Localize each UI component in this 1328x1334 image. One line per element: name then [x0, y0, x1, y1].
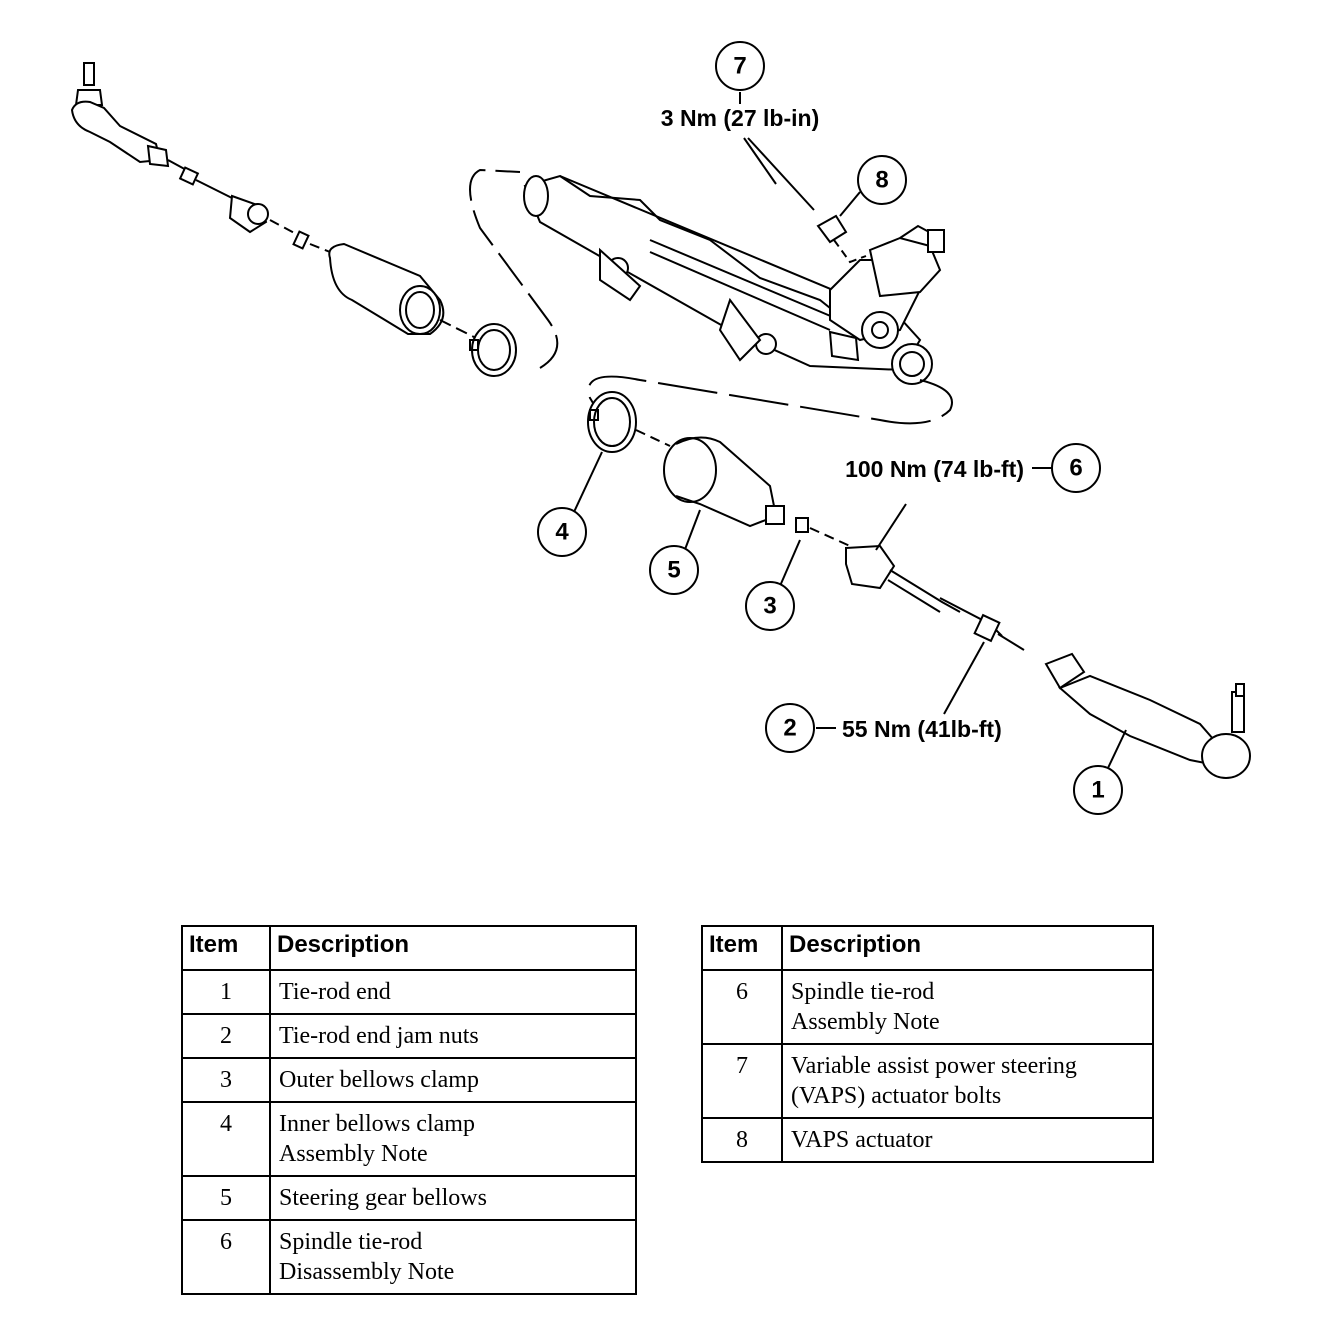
right-bellows: [663, 436, 785, 528]
legend-right-header: Item Description: [701, 925, 1154, 971]
callout-8-circle: [857, 155, 907, 205]
pinion-valve-housing: [828, 224, 945, 385]
torque-item7: 3 Nm (27 lb-in): [661, 105, 819, 131]
callout-3: 3: [763, 593, 776, 620]
row-description: VAPS actuator: [781, 1117, 1154, 1163]
callout-7-circle: [715, 41, 765, 91]
header-description: Description: [781, 925, 1154, 971]
torque-item6: 100 Nm (74 lb-ft): [845, 456, 1024, 482]
leader-4: [573, 451, 603, 513]
row-item: 7: [701, 1043, 783, 1119]
left-tie-rod-end: [70, 62, 170, 168]
right-bellows-clamp: [587, 391, 671, 453]
callout-6-circle: [1051, 443, 1101, 493]
row-item: 8: [701, 1117, 783, 1163]
left-bellows: [328, 242, 481, 341]
row-description: Steering gear bellows: [269, 1175, 637, 1221]
callout-7: 7: [733, 53, 746, 80]
callout-4-circle: [537, 507, 587, 557]
leader-1: [1107, 729, 1127, 769]
callout-3-circle: [745, 581, 795, 631]
leader-6-rod: [875, 503, 907, 551]
steering-gear-exploded-diagram: 7 8 6 4 5 3 2 1 3 Nm (27 lb-in) 100 Nm (…: [70, 41, 1251, 815]
callout-6: 6: [1069, 455, 1082, 482]
left-bracket-line: [469, 168, 559, 369]
outer-bellows-clamp: [795, 517, 809, 533]
row-description: Outer bellows clamp: [269, 1057, 637, 1103]
row-item: 2: [181, 1013, 271, 1059]
table-row: 2 Tie-rod end jam nuts: [181, 1013, 637, 1059]
leader-7a: [743, 137, 777, 185]
left-inner-tie-rod: [167, 159, 331, 253]
callout-8: 8: [875, 167, 888, 194]
row-item: 5: [181, 1175, 271, 1221]
leader-2-nut: [943, 641, 985, 715]
header-description: Description: [269, 925, 637, 971]
vaps-actuator: [816, 214, 867, 264]
torque-item2: 55 Nm (41lb-ft): [842, 716, 1002, 742]
callout-5: 5: [667, 557, 680, 584]
steering-rack-housing: [523, 174, 922, 372]
table-row: 7 Variable assist power steering(VAPS) a…: [701, 1043, 1154, 1119]
row-item: 6: [701, 969, 783, 1045]
legend-left-header: Item Description: [181, 925, 637, 971]
row-item: 4: [181, 1101, 271, 1177]
table-row: 5 Steering gear bellows: [181, 1175, 637, 1221]
leader-3: [779, 539, 801, 587]
table-row: 1 Tie-rod end: [181, 969, 637, 1015]
right-bracket-line: [587, 375, 953, 425]
table-row: 3 Outer bellows clamp: [181, 1057, 637, 1103]
callout-1: 1: [1091, 777, 1104, 804]
callout-1-circle: [1073, 765, 1123, 815]
header-item: Item: [181, 925, 271, 971]
row-item: 6: [181, 1219, 271, 1295]
row-description: Tie-rod end jam nuts: [269, 1013, 637, 1059]
leader-8: [839, 191, 861, 217]
leader-5: [683, 509, 701, 553]
callout-2: 2: [783, 715, 796, 742]
left-bellows-clamp: [469, 323, 517, 377]
row-description: Tie-rod end: [269, 969, 637, 1015]
leader-7b: [747, 137, 815, 211]
row-item: 3: [181, 1057, 271, 1103]
spindle-tie-rod: [845, 544, 1025, 651]
row-description: Variable assist power steering(VAPS) act…: [781, 1043, 1154, 1119]
table-row: 8 VAPS actuator: [701, 1117, 1154, 1163]
callout-2-circle: [765, 703, 815, 753]
right-tie-rod-end: [1044, 652, 1251, 779]
legend-table-left: Item Description 1 Tie-rod end 2 Tie-rod…: [181, 925, 637, 1295]
row-item: 1: [181, 969, 271, 1015]
callout-4: 4: [555, 519, 569, 546]
header-item: Item: [701, 925, 783, 971]
callout-5-circle: [649, 545, 699, 595]
